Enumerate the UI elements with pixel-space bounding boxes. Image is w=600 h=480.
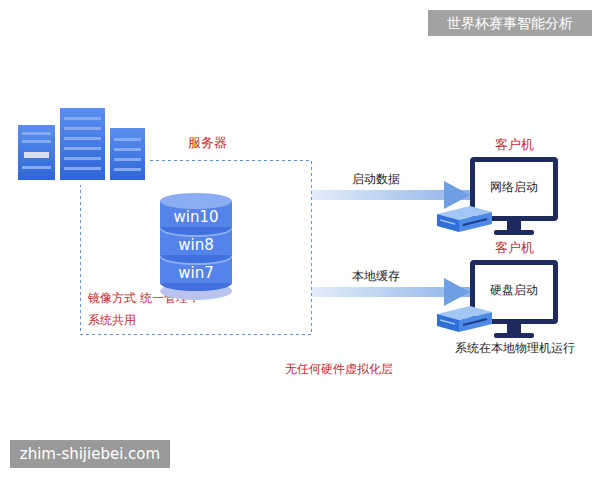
client-device (437, 206, 492, 232)
server-group: 服务器镜像方式 统一管理，系统共用win10win8win7 (80, 160, 312, 335)
tower-stripe (22, 140, 51, 143)
device-top (437, 306, 492, 320)
device-slot (440, 220, 455, 224)
screen-text: 网络启动 (475, 179, 553, 196)
flow-arrow (312, 287, 470, 297)
server-tower (60, 108, 105, 180)
edge-label: 启动数据 (352, 171, 400, 188)
watermark-title: 世界杯赛事智能分析 (428, 10, 592, 36)
os-layer-label: win10 (160, 207, 232, 229)
tower-stripe (64, 157, 101, 160)
device-slot (440, 320, 455, 324)
disk-top (160, 193, 232, 209)
device-slot (463, 219, 487, 225)
monitor-stand (494, 220, 534, 235)
client-monitor: 客户机硬盘启动 (470, 260, 558, 324)
tower-stripe (64, 167, 101, 170)
tower-stripe (64, 147, 101, 150)
device-side (459, 312, 492, 332)
tower-stripe (114, 138, 141, 141)
edge-label: 本地缓存 (352, 268, 400, 285)
server-tower (18, 125, 55, 180)
tower-stripe (22, 166, 51, 169)
watermark-url: zhim-shijiebei.com (10, 440, 170, 468)
tower-stripe (114, 168, 141, 171)
note-text: 系统在本地物理机运行 (455, 340, 575, 357)
tower-stripe (64, 127, 101, 130)
server-tower (110, 128, 145, 180)
device-side (459, 212, 492, 232)
group-heading: 服务器 (188, 134, 268, 153)
monitor-base (494, 230, 534, 235)
device-front (437, 214, 459, 232)
monitor-base (494, 333, 534, 338)
client-monitor: 客户机网络启动 (470, 157, 558, 221)
client-device (437, 306, 492, 332)
monitor-neck (507, 220, 521, 231)
device-slot (463, 319, 487, 325)
monitor-stand (494, 323, 534, 338)
flow-arrow (312, 190, 470, 200)
dashed-border (81, 161, 312, 335)
device-front (437, 314, 459, 332)
tower-stripe (64, 117, 101, 120)
tower-stripe (22, 132, 51, 135)
os-layer-label: win8 (160, 235, 232, 257)
tower-stripe (114, 158, 141, 161)
tower-stripe (114, 148, 141, 151)
tower-slot (24, 152, 49, 158)
screen-text: 硬盘启动 (475, 282, 553, 299)
server-icon (18, 108, 145, 180)
client-heading: 客户机 (470, 239, 558, 258)
note-text: 无任何硬件虚拟化层 (285, 361, 393, 378)
image-database: win10 win8 win7 (160, 195, 232, 300)
tower-stripe (64, 137, 101, 140)
os-layer-label: win7 (160, 263, 232, 285)
cylinder-disk (160, 193, 232, 235)
monitor-neck (507, 323, 521, 334)
device-top (437, 206, 492, 220)
client-heading: 客户机 (470, 136, 558, 155)
